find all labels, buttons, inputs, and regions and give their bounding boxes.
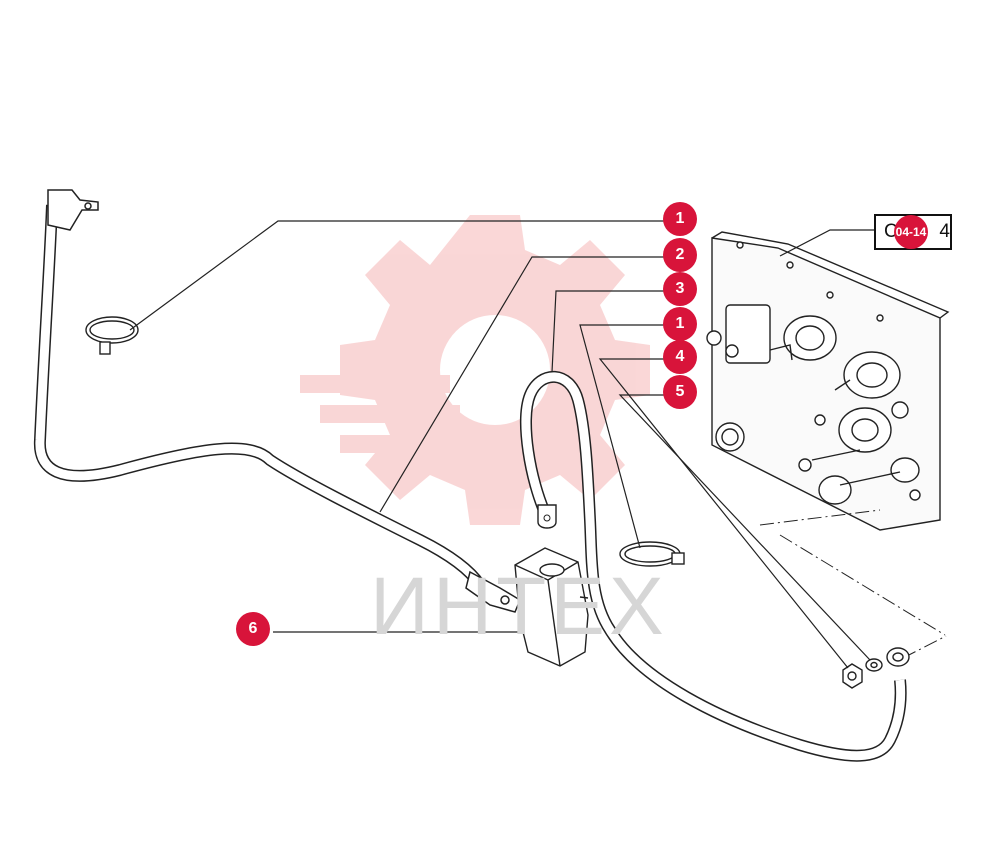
reference-badge: 04-14: [894, 215, 928, 249]
leader-lines: [129, 220, 874, 669]
callout-6[interactable]: 6: [236, 612, 270, 646]
reference-trailing-digit: 4: [939, 221, 950, 242]
callout-5[interactable]: 5: [663, 375, 697, 409]
watermark-text: ИНТЕХ: [370, 561, 668, 652]
callout-4[interactable]: 4: [663, 340, 697, 374]
valve-panel: [706, 231, 950, 531]
protective-cap: [514, 547, 589, 667]
washer: [865, 647, 910, 672]
tie-strap-upper: [85, 316, 139, 355]
watermark-gear-logo: [300, 215, 650, 525]
callout-3[interactable]: 3: [663, 272, 697, 306]
nut: [842, 663, 863, 689]
cable-short-loop: [520, 370, 907, 762]
tie-strap-lower: [619, 541, 685, 567]
cable-long: [33, 189, 521, 613]
callout-1-upper[interactable]: 1: [663, 202, 697, 236]
callout-2[interactable]: 2: [663, 238, 697, 272]
centerlines: [759, 509, 947, 659]
callout-1-lower[interactable]: 1: [663, 307, 697, 341]
